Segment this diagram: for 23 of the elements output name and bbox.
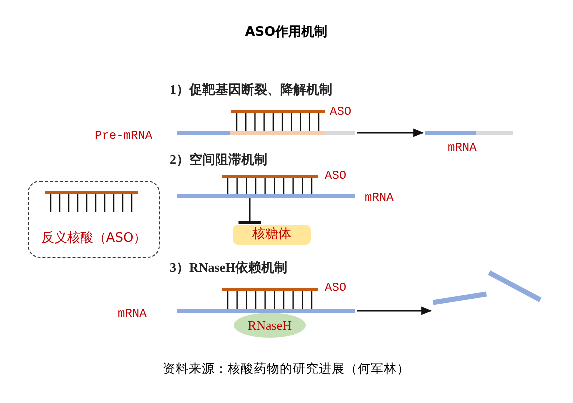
inhibition-line [238, 198, 262, 224]
strand-label: mRNA [365, 192, 394, 206]
mrna-strand [177, 309, 355, 313]
aso-label: ASO [325, 170, 347, 184]
rnaseh-ellipse: RNaseH [234, 313, 306, 338]
mrna-strand [425, 131, 513, 135]
dashed-box [28, 181, 160, 258]
aso-label: ASO [330, 106, 352, 120]
strand-label: mRNA [118, 308, 147, 322]
source-caption: 资料来源：核酸药物的研究进展（何军林） [162, 362, 411, 376]
section-heading: 3）RNaseH依赖机制 [170, 261, 288, 276]
arrow [357, 306, 432, 316]
section-heading: 1）促靶基因断裂、降解机制 [170, 83, 332, 98]
section-heading: 2）空间阻滞机制 [170, 153, 268, 168]
aso-label: ASO [325, 282, 347, 296]
node-label: 反义核酸（ASO） [40, 230, 148, 247]
strand-label: Pre-mRNA [95, 130, 153, 144]
ribosome-box: 核糖体 [233, 225, 311, 245]
strand-label: mRNA [448, 142, 477, 156]
arrow [357, 128, 424, 138]
pre-mrna-strand [177, 131, 355, 135]
mrna-strand [177, 194, 355, 198]
diagram-title: ASO作用机制 [244, 26, 329, 40]
